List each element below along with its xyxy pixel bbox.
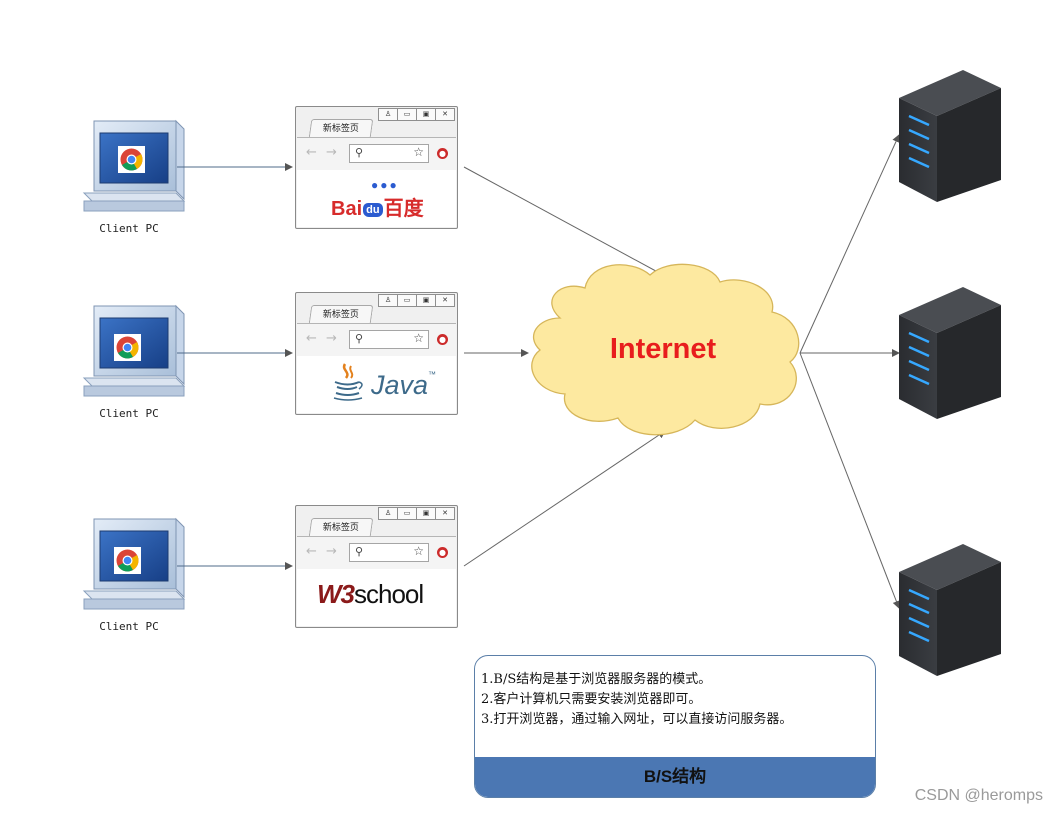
client-pc-label-3: Client PC xyxy=(99,620,159,633)
server-1 xyxy=(899,70,1001,202)
close-icon[interactable]: ✕ xyxy=(435,294,455,307)
info-line: 3.打开浏览器，通过输入网址，可以直接访问服务器。 xyxy=(481,712,793,727)
info-footer-title: B/S结构 xyxy=(475,757,875,797)
client-pc-1 xyxy=(82,119,186,212)
browser-window-java: ♙ ▭ ▣ ✕ 新标签页 ← → ⚲ ☆ ● Java™ xyxy=(295,292,458,415)
client-pc-label-2: Client PC xyxy=(99,407,159,420)
forward-icon[interactable]: → xyxy=(326,145,337,160)
search-icon: ⚲ xyxy=(355,545,364,558)
browser-tab[interactable]: 新标签页 xyxy=(308,119,374,138)
back-icon[interactable]: ← xyxy=(306,544,317,559)
window-controls: ♙ ▭ ▣ ✕ xyxy=(378,108,455,121)
forward-icon[interactable]: → xyxy=(326,544,337,559)
server-2 xyxy=(899,287,1001,419)
chrome-icon xyxy=(120,148,143,171)
client-pc-2 xyxy=(82,304,186,397)
page-content: W3school xyxy=(297,569,456,626)
forward-icon[interactable]: → xyxy=(326,331,337,346)
back-icon[interactable]: ← xyxy=(306,145,317,160)
window-controls: ♙ ▭ ▣ ✕ xyxy=(378,294,455,307)
server-3 xyxy=(899,544,1001,676)
info-line: 1.B/S结构是基于浏览器服务器的模式。 xyxy=(481,672,712,687)
close-icon[interactable]: ✕ xyxy=(435,108,455,121)
star-icon[interactable]: ☆ xyxy=(413,544,424,558)
maximize-icon[interactable]: ▣ xyxy=(416,507,436,520)
java-logo: Java™ xyxy=(371,370,437,400)
user-icon[interactable]: ♙ xyxy=(378,108,398,121)
close-icon[interactable]: ✕ xyxy=(435,507,455,520)
chrome-icon xyxy=(116,549,139,572)
info-box: 1.B/S结构是基于浏览器服务器的模式。 2.客户计算机只需要安装浏览器即可。 … xyxy=(474,655,876,798)
window-controls: ♙ ▭ ▣ ✕ xyxy=(378,507,455,520)
search-icon: ⚲ xyxy=(355,146,364,159)
internet-label: Internet xyxy=(609,333,717,365)
page-content: Java™ xyxy=(297,356,456,413)
arrow-internet-server1 xyxy=(799,134,900,354)
internet-cloud xyxy=(531,263,800,436)
w3school-logo: W3school xyxy=(317,579,424,609)
info-line: 2.客户计算机只需要安装浏览器即可。 xyxy=(481,692,702,707)
maximize-icon[interactable]: ▣ xyxy=(416,294,436,307)
chrome-icon xyxy=(116,336,139,359)
stop-icon[interactable]: ● xyxy=(437,148,448,159)
stop-icon[interactable]: ● xyxy=(437,547,448,558)
java-cup-icon xyxy=(333,363,363,401)
back-icon[interactable]: ← xyxy=(306,331,317,346)
star-icon[interactable]: ☆ xyxy=(413,331,424,345)
arrow-browser1-internet xyxy=(463,166,666,277)
stop-icon[interactable]: ● xyxy=(437,334,448,345)
search-icon: ⚲ xyxy=(355,332,364,345)
browser-tab[interactable]: 新标签页 xyxy=(308,305,374,324)
star-icon[interactable]: ☆ xyxy=(413,145,424,159)
address-bar[interactable]: ⚲ ☆ xyxy=(349,144,429,163)
arrow-browser3-internet xyxy=(463,430,666,567)
user-icon[interactable]: ♙ xyxy=(378,507,398,520)
user-icon[interactable]: ♙ xyxy=(378,294,398,307)
arrow-internet-server3 xyxy=(799,352,901,609)
browser-toolbar: ← → ⚲ ☆ ● xyxy=(297,137,456,171)
watermark: CSDN @heromps xyxy=(914,787,1043,804)
browser-toolbar: ← → ⚲ ☆ ● xyxy=(297,536,456,570)
browser-window-w3school: ♙ ▭ ▣ ✕ 新标签页 ← → ⚲ ☆ ● W3school xyxy=(295,505,458,628)
minimize-icon[interactable]: ▭ xyxy=(397,108,417,121)
browser-toolbar: ← → ⚲ ☆ ● xyxy=(297,323,456,357)
client-pc-3 xyxy=(82,517,186,610)
address-bar[interactable]: ⚲ ☆ xyxy=(349,543,429,562)
maximize-icon[interactable]: ▣ xyxy=(416,108,436,121)
minimize-icon[interactable]: ▭ xyxy=(397,294,417,307)
info-lines: 1.B/S结构是基于浏览器服务器的模式。 2.客户计算机只需要安装浏览器即可。 … xyxy=(481,670,792,730)
paw-icon: ●●● xyxy=(371,178,399,192)
address-bar[interactable]: ⚲ ☆ xyxy=(349,330,429,349)
browser-tab[interactable]: 新标签页 xyxy=(308,518,374,537)
minimize-icon[interactable]: ▭ xyxy=(397,507,417,520)
client-pc-label-1: Client PC xyxy=(99,222,159,235)
